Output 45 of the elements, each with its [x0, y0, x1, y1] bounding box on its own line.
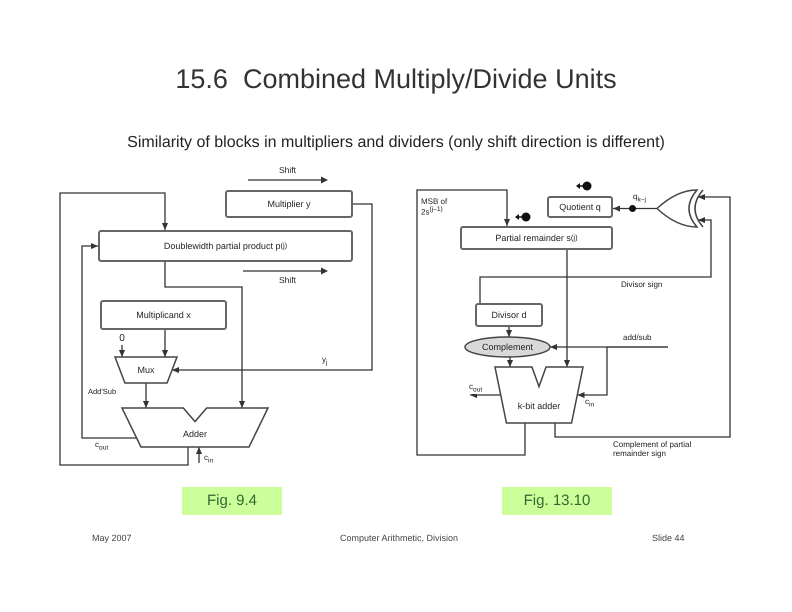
input-label: 0	[116, 333, 128, 345]
figure-label: Fig. 9.4	[182, 487, 282, 515]
slide-number: Slide 44	[652, 533, 685, 544]
arrow	[416, 189, 526, 456]
adder-block: Adder	[122, 408, 268, 447]
arrow	[506, 357, 514, 367]
slide-title: 15.6 Combined Multiply/Divide Units	[175, 64, 617, 96]
bit-label: MSB of 2s$^{(j–1)}$	[421, 197, 448, 218]
footer-text: Computer Arithmetic, Division	[340, 533, 458, 544]
footer-date: May 2007	[92, 533, 132, 544]
arrow	[172, 203, 373, 374]
arrow	[118, 345, 126, 357]
multiplexer: Mux	[115, 357, 177, 383]
arrow	[196, 447, 202, 463]
figure-label: Fig. 13.10	[502, 487, 612, 515]
divisor-register: Divisor d	[475, 303, 543, 327]
edge-label: add/sub	[622, 334, 652, 343]
edge-label: c$_{out}$	[94, 441, 110, 452]
arrow	[554, 194, 731, 438]
arrow	[162, 330, 168, 357]
arrow	[81, 242, 137, 439]
quotient-register: Quotient q	[547, 196, 613, 218]
arrow	[479, 216, 712, 303]
arrow	[578, 346, 668, 398]
xor-gate	[657, 190, 703, 227]
edge-label: c$_{in}$	[584, 398, 596, 409]
adder-block: k-bit adder	[495, 367, 583, 423]
edge-label: y$_{j}$	[321, 356, 328, 367]
arrow	[142, 383, 150, 408]
complementer: Complement	[465, 337, 550, 357]
arrow	[564, 250, 570, 367]
arrow-label: Shift	[279, 276, 296, 286]
edge-label: c$_{in}$	[203, 454, 214, 465]
arrow	[613, 205, 657, 212]
edge-label: Divisor sign	[620, 281, 664, 290]
arrow	[59, 192, 189, 466]
multiplier-register: Multiplier y	[225, 190, 353, 218]
arrow	[470, 392, 501, 398]
edge-label: c$_{out}$	[468, 383, 484, 394]
arrow	[506, 327, 512, 337]
arrow	[164, 262, 246, 408]
multiplicand-register: Multiplicand x	[100, 300, 227, 330]
edge-label: q$_{k–j}$	[632, 193, 647, 204]
subtitle: Similarity of blocks in multipliers and dividers (only shift direction is different)	[127, 134, 665, 152]
arrow-label: Shift	[279, 166, 296, 176]
